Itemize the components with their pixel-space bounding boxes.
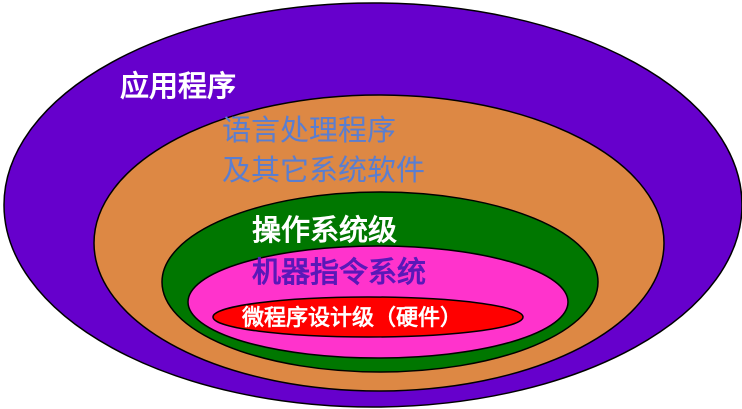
layer-language-label-line2: 及其它系统软件 xyxy=(222,153,425,187)
layer-machine-label: 机器指令系统 xyxy=(252,255,426,289)
layer-micro-ellipse xyxy=(212,296,524,338)
layer-os-label: 操作系统级 xyxy=(252,213,397,247)
layer-language-label-line1: 语言处理程序 xyxy=(222,113,396,147)
layer-application-label: 应用程序 xyxy=(120,69,236,103)
layer-micro-label: 微程序设计级（硬件） xyxy=(241,305,462,331)
